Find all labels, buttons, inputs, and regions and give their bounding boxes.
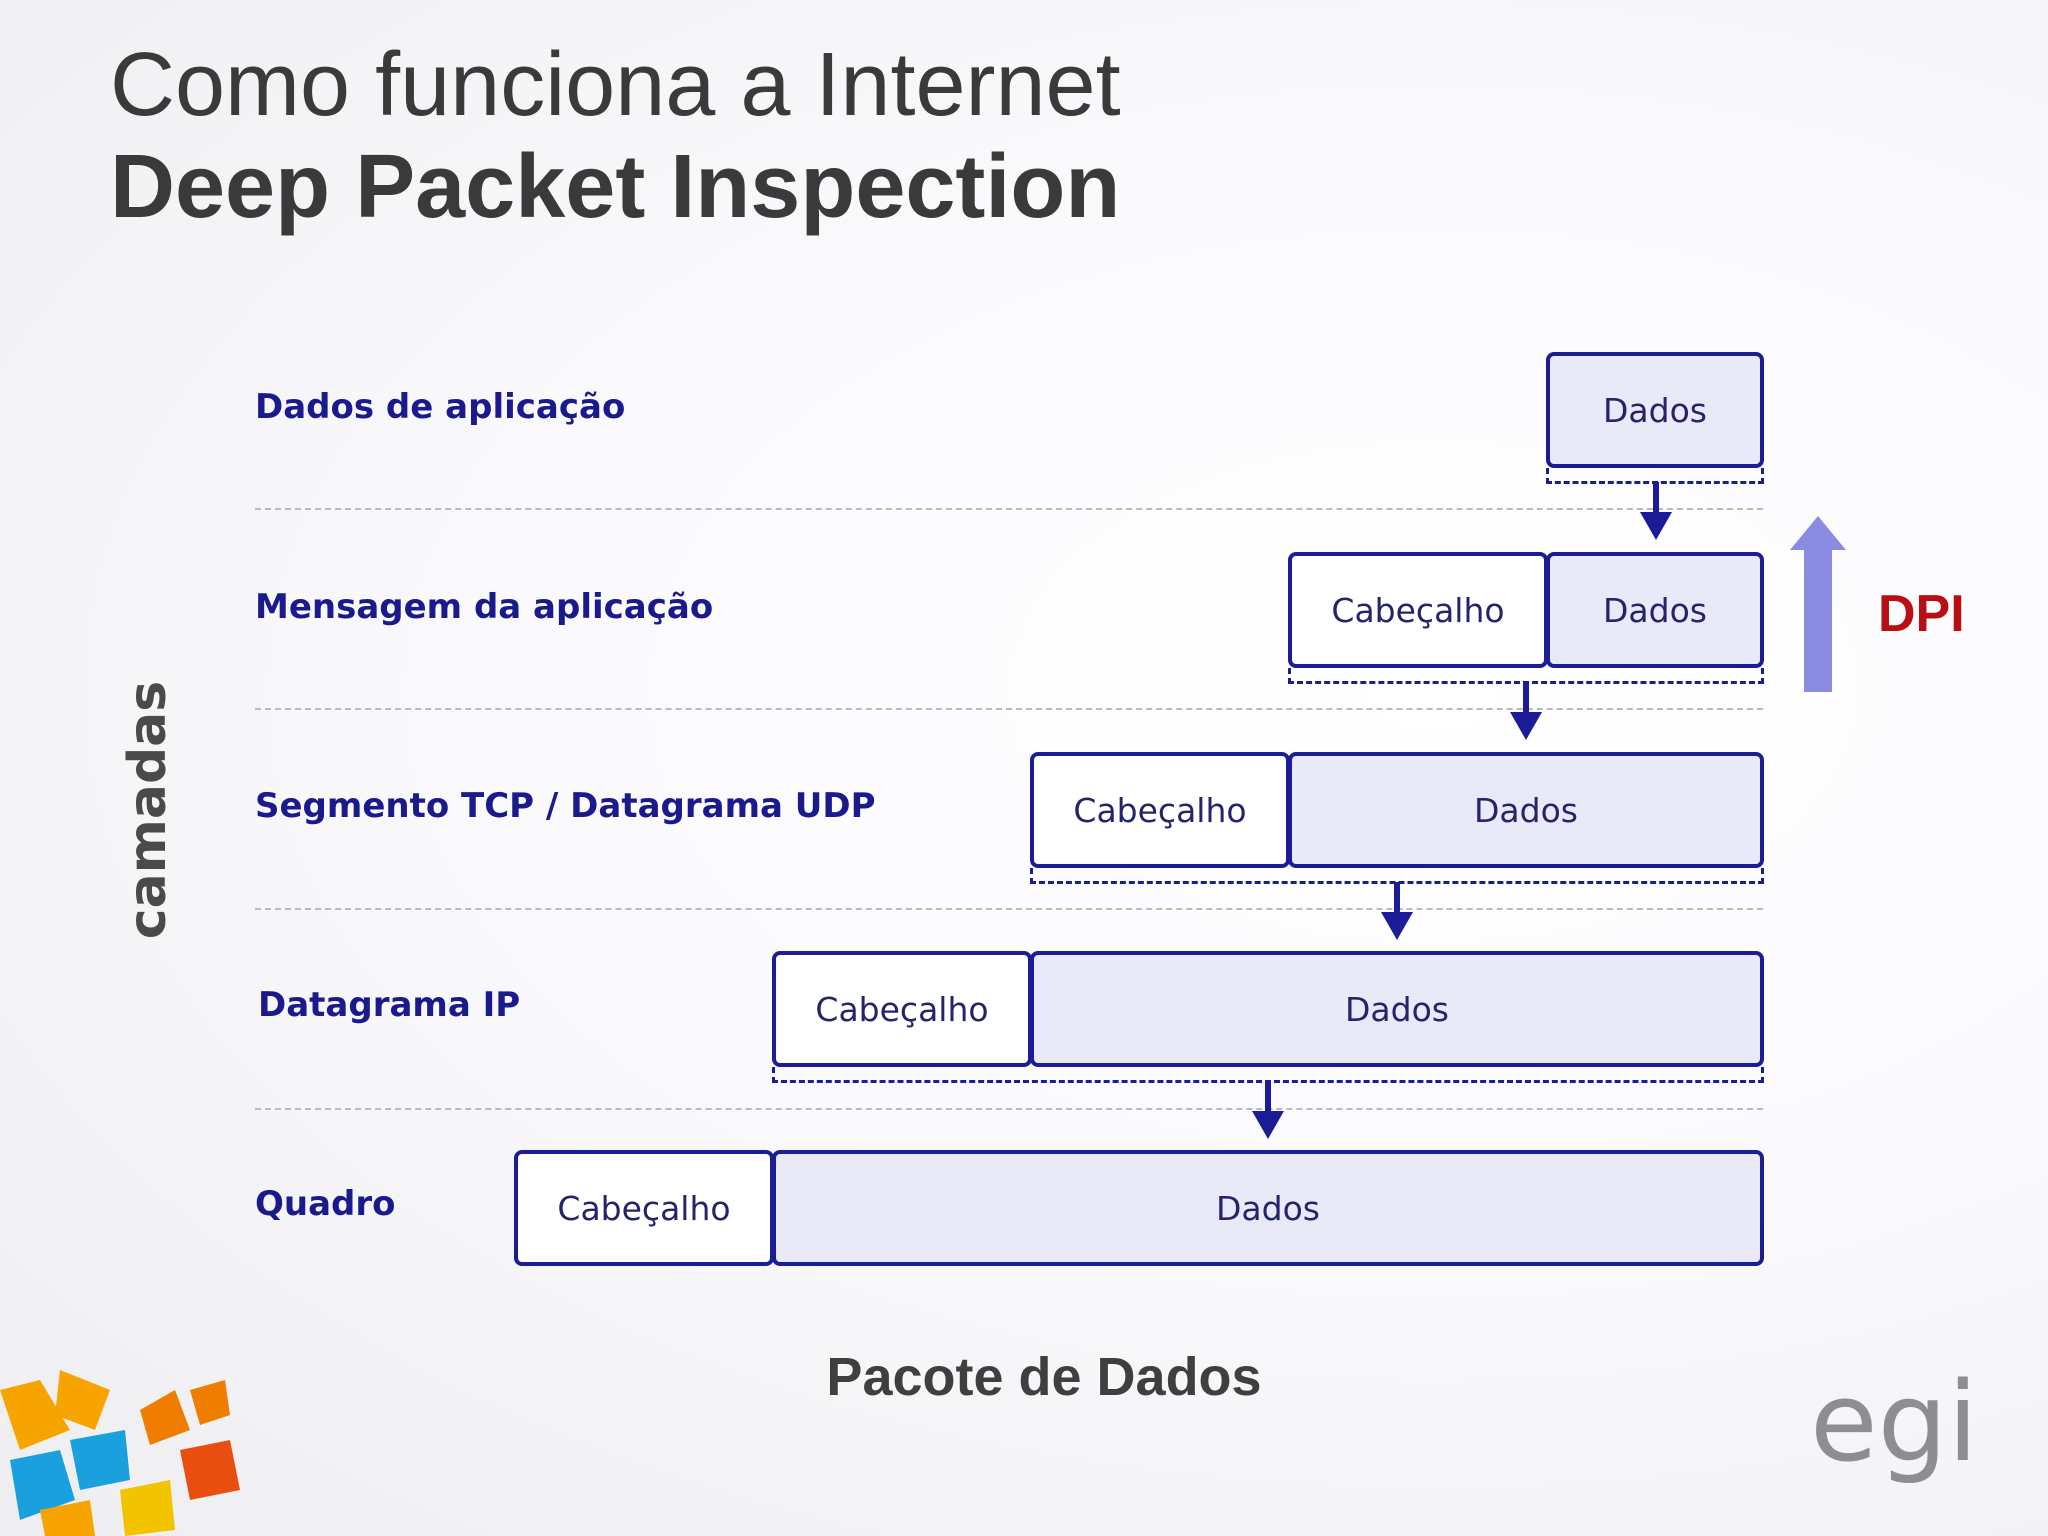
down-arrow-icon bbox=[1252, 1081, 1284, 1139]
packet-data-box: Dados bbox=[1288, 752, 1764, 868]
layer-label-ip-datagram: Datagrama IP bbox=[258, 985, 521, 1025]
layer-separator bbox=[255, 1108, 1763, 1110]
svg-text:egi: egi bbox=[1810, 1370, 1978, 1486]
layer-separator bbox=[255, 908, 1763, 910]
decorative-logo-icon bbox=[0, 1370, 240, 1536]
packet-data-box: Dados bbox=[772, 1150, 1764, 1266]
packet-data-box: Dados bbox=[1546, 352, 1764, 468]
packet-header-box: Cabeçalho bbox=[514, 1150, 774, 1266]
diagram-caption: Pacote de Dados bbox=[826, 1347, 1262, 1407]
layer-label-frame: Quadro bbox=[255, 1184, 396, 1224]
packet-header-box: Cabeçalho bbox=[1288, 552, 1548, 668]
layer-label-transport-segment: Segmento TCP / Datagrama UDP bbox=[255, 786, 876, 826]
dpi-label: DPI bbox=[1878, 585, 1965, 643]
layer-label-application-message: Mensagem da aplicação bbox=[255, 587, 714, 627]
down-arrow-icon bbox=[1381, 882, 1413, 940]
layer-label-application-data: Dados de aplicação bbox=[255, 387, 626, 427]
down-arrow-icon bbox=[1640, 482, 1672, 540]
layers-axis-label: camadas bbox=[118, 680, 178, 940]
dpi-up-arrow-icon bbox=[1790, 516, 1846, 692]
packet-header-box: Cabeçalho bbox=[772, 951, 1032, 1067]
egi-logo-icon: egi bbox=[1810, 1370, 1978, 1486]
packet-data-box: Dados bbox=[1546, 552, 1764, 668]
slide-subtitle: Deep Packet Inspection bbox=[110, 137, 1121, 237]
packet-header-box: Cabeçalho bbox=[1030, 752, 1290, 868]
packet-data-box: Dados bbox=[1030, 951, 1764, 1067]
slide-title: Como funciona a Internet bbox=[110, 35, 1121, 135]
layer-separator bbox=[255, 708, 1763, 710]
down-arrow-icon bbox=[1510, 682, 1542, 740]
layer-separator bbox=[255, 508, 1763, 510]
